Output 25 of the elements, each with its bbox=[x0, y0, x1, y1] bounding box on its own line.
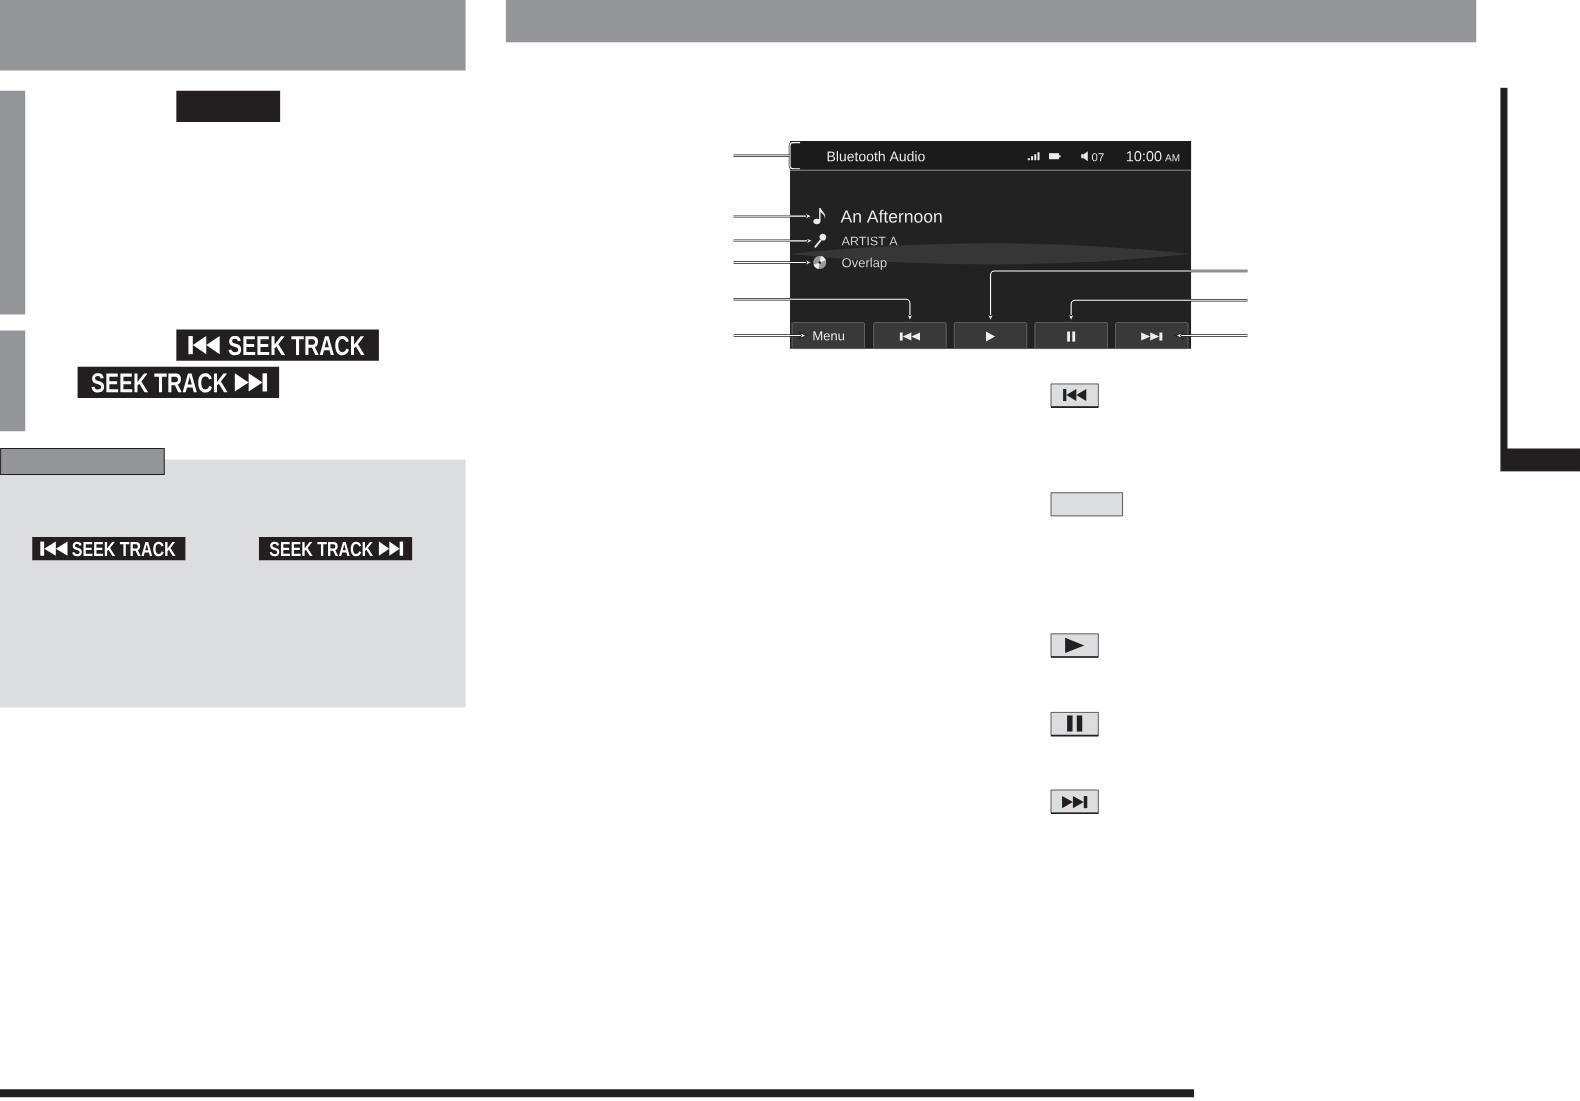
leader-line bbox=[1067, 298, 1249, 322]
seek-track-button: SEEK TRACK bbox=[77, 366, 280, 398]
leader-line bbox=[733, 212, 813, 220]
note-tab bbox=[0, 447, 165, 475]
leader-line bbox=[1175, 331, 1249, 340]
leader-line bbox=[986, 269, 1249, 322]
music-note-icon bbox=[813, 207, 826, 225]
leader-line bbox=[733, 297, 914, 322]
volume-level: 07 bbox=[1091, 153, 1104, 162]
step-bar bbox=[0, 330, 26, 432]
clock-time: 10:00 bbox=[1126, 150, 1162, 162]
leader-line bbox=[733, 154, 791, 157]
seek-track-button: SEEK TRACK bbox=[176, 329, 379, 361]
clock-period: AM bbox=[1165, 154, 1180, 162]
blank-button bbox=[176, 90, 281, 122]
microphone-icon bbox=[814, 233, 827, 248]
album-title: Overlap bbox=[842, 257, 887, 270]
leader-line bbox=[733, 331, 807, 340]
artist-name: ARTIST A bbox=[841, 236, 898, 246]
track-title: An Afternoon bbox=[840, 209, 942, 223]
step-bar bbox=[0, 90, 26, 315]
leader-line bbox=[733, 236, 814, 245]
leader-line bbox=[733, 258, 813, 267]
screen-title: Bluetooth Audio bbox=[827, 150, 925, 162]
menu-button: Menu bbox=[791, 321, 865, 349]
